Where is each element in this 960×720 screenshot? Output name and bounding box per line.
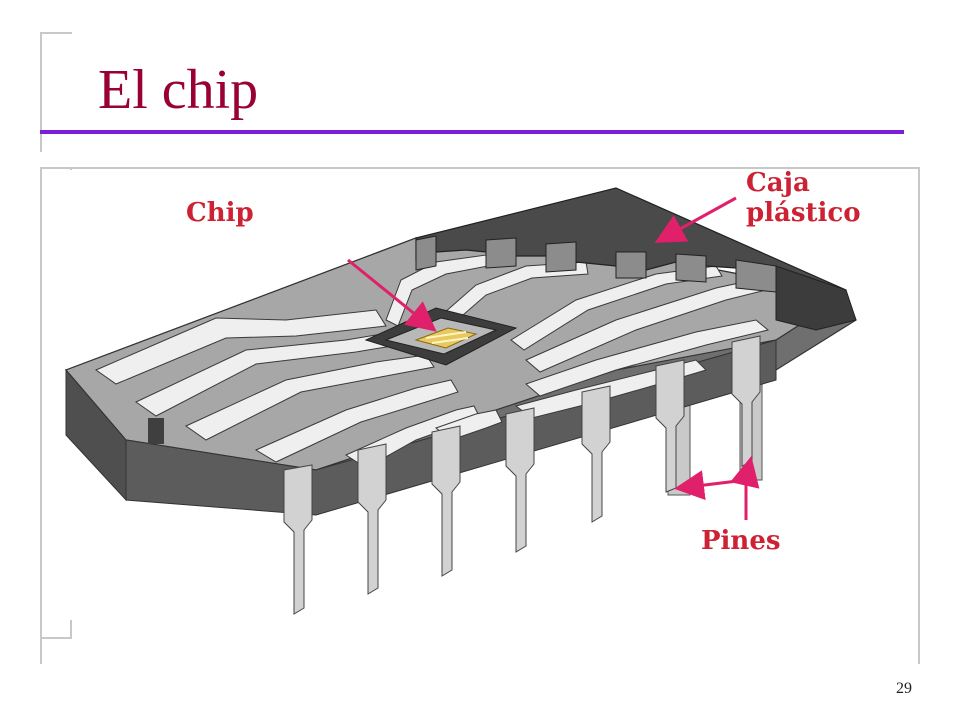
page-number: 29 bbox=[896, 680, 912, 697]
callout-arrows bbox=[347, 196, 760, 520]
caja-plastico-label-line1: Caja bbox=[746, 168, 810, 198]
pines-arrow-left bbox=[674, 470, 748, 520]
pines-arrow-right bbox=[730, 456, 760, 489]
slide-title: El chip bbox=[98, 59, 259, 121]
pines-label: Pines bbox=[701, 526, 781, 556]
chip-label: Chip bbox=[186, 198, 254, 228]
chip-die bbox=[364, 307, 518, 366]
caja-plastico-label-line2: plástico bbox=[746, 198, 861, 228]
plastic-cap bbox=[415, 187, 857, 331]
chip-illustration: Chip Caja plástico Pines bbox=[56, 168, 896, 620]
title-underline bbox=[40, 130, 904, 134]
chip-arrow bbox=[347, 258, 437, 332]
slide-bracket-top bbox=[40, 32, 72, 152]
front-pins bbox=[283, 335, 761, 615]
caja-arrow bbox=[654, 196, 737, 243]
chip-diagram bbox=[64, 187, 857, 615]
